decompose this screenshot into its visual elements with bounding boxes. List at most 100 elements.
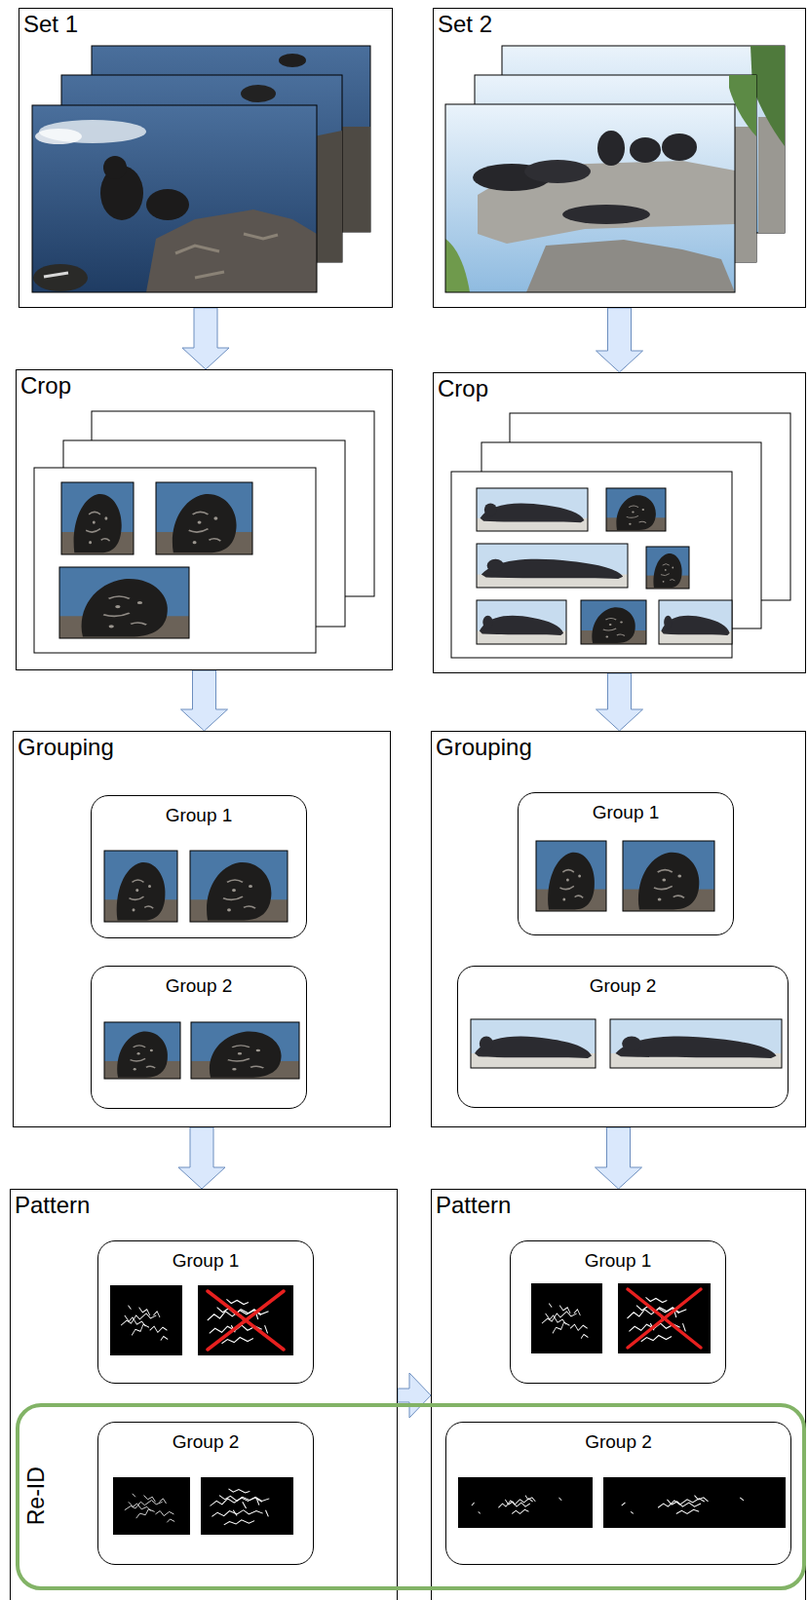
group-label: Group 1 <box>518 802 733 824</box>
seal-thumbnail <box>610 1019 782 1069</box>
crop-stack <box>476 543 628 588</box>
crop-stack <box>646 546 690 589</box>
photo-stack <box>33 264 88 292</box>
flow-arrow <box>397 1373 431 1419</box>
crop-stack <box>155 482 253 555</box>
group-label: Group 1 <box>510 1250 726 1272</box>
crop-stack <box>580 600 647 645</box>
reject-cross <box>207 1291 284 1350</box>
stage-panel: GroupingGroup 1 Group 2 <box>430 731 807 1128</box>
stage-title: Set 1 <box>23 10 78 39</box>
crop-stack <box>476 600 567 645</box>
seal-thumbnail <box>104 1022 181 1079</box>
seal-thumbnail <box>190 850 288 923</box>
photo-stack <box>445 104 735 293</box>
seal-thumbnail <box>622 841 715 912</box>
photo-stack <box>597 130 625 166</box>
flow-arrow <box>181 670 229 732</box>
stage-title: Grouping <box>17 733 115 762</box>
seal-thumbnail <box>104 1022 181 1079</box>
seal-thumbnail <box>470 1019 596 1069</box>
crop-stack <box>476 488 588 532</box>
seal-thumbnail <box>104 850 178 923</box>
pattern-image <box>458 1477 593 1529</box>
photo-stack <box>661 133 697 161</box>
reject-cross <box>627 1289 701 1348</box>
stage-panel: Crop <box>432 372 807 674</box>
stage-title: Crop <box>437 375 489 403</box>
flow-arrow <box>596 673 644 732</box>
group-box: Group 1 <box>90 795 308 939</box>
group-box: Group 1 <box>97 1240 314 1385</box>
group-label: Group 2 <box>446 1431 791 1454</box>
pattern-image <box>531 1283 603 1354</box>
seal-thumbnail <box>104 841 782 1079</box>
seal-thumbnail <box>104 850 178 923</box>
stage-title: Set 2 <box>437 10 493 39</box>
pattern-image <box>200 1477 294 1536</box>
crop-stack <box>580 600 647 645</box>
flow-arrow <box>182 307 230 370</box>
crop-stack <box>658 600 732 645</box>
crop-stack <box>59 567 190 639</box>
crop-stack <box>658 600 732 645</box>
photo-stack <box>32 45 371 293</box>
photo-stack <box>146 189 190 221</box>
seal-thumbnail <box>622 841 715 912</box>
photo-stack <box>526 239 735 293</box>
stage-panel: PatternGroup 1Group 2 <box>430 1189 807 1600</box>
photo-stack <box>278 53 307 68</box>
stage-panel: PatternGroup 1 Group 2 <box>9 1189 398 1600</box>
seal-thumbnail <box>470 1019 596 1069</box>
flow-arrow <box>595 1127 643 1190</box>
group-box: Group 2 <box>457 965 789 1109</box>
photo-stack <box>32 105 317 293</box>
photo-stack <box>629 137 661 163</box>
seal-thumbnail <box>190 850 288 923</box>
crop-stack <box>606 488 666 532</box>
crop-stack <box>476 600 567 645</box>
seal-thumbnail <box>536 841 607 912</box>
stage-panel: GroupingGroup 1 Group 2 <box>12 731 391 1128</box>
group-label: Group 1 <box>91 805 307 827</box>
crop-stack <box>451 413 791 658</box>
group-label: Group 2 <box>98 1431 313 1454</box>
photo-stack <box>43 272 69 277</box>
pattern-image <box>110 1285 183 1356</box>
region-label: Re-ID <box>23 1466 49 1526</box>
group-label: Group 2 <box>458 975 788 998</box>
stage-title: Grouping <box>435 733 533 762</box>
stage-panel: Crop <box>15 369 393 671</box>
crop-stack <box>59 567 190 639</box>
seal-thumbnail <box>610 1019 782 1069</box>
group-box: Group 1 <box>517 792 734 936</box>
crop-stack <box>476 488 588 532</box>
group-box: Group 1 <box>509 1240 727 1385</box>
photo-stack <box>35 128 82 145</box>
flow-arrow <box>596 307 644 373</box>
group-box: Group 2 <box>445 1422 792 1566</box>
reid-region: Re-ID <box>15 1403 807 1591</box>
pattern-image <box>603 1477 786 1529</box>
stage-title: Crop <box>20 372 72 400</box>
seal-thumbnail <box>191 1022 300 1079</box>
photo-stack <box>562 204 651 225</box>
crop-stack <box>61 482 134 555</box>
photo-stack <box>240 84 276 103</box>
pattern-image <box>113 1477 191 1536</box>
photo-stack <box>445 104 735 293</box>
group-label: Group 2 <box>91 975 307 998</box>
reject-cross <box>627 1289 701 1348</box>
reject-cross <box>207 1289 701 1350</box>
crop-stack <box>34 411 375 654</box>
crop-stack <box>606 488 666 532</box>
seal-thumbnail <box>191 1022 300 1079</box>
photo-stack <box>103 155 127 180</box>
stage-panel: Set 1 <box>18 7 393 308</box>
stage-title: Pattern <box>14 1192 90 1220</box>
photo-stack <box>146 209 317 293</box>
pattern-image <box>110 1283 786 1536</box>
